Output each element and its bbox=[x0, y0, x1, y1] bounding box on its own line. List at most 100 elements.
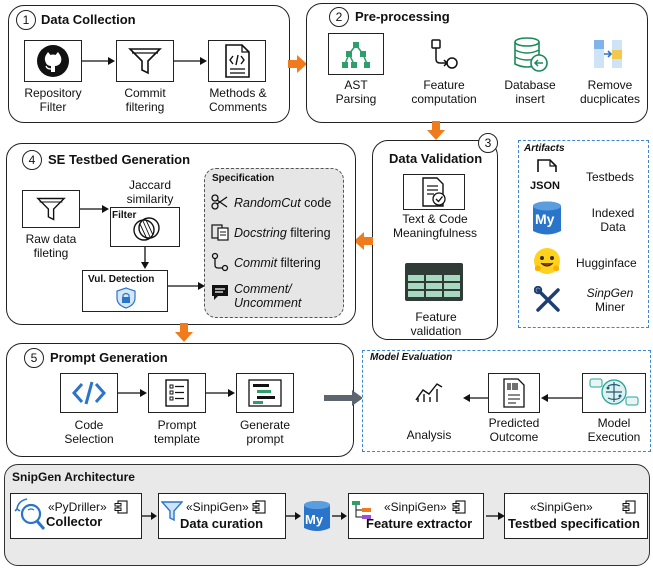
feature-computation-box bbox=[416, 33, 472, 75]
github-icon bbox=[37, 45, 69, 77]
text-code-meaningfulness-box bbox=[403, 174, 465, 210]
table-icon bbox=[405, 263, 463, 301]
predicted-outcome-box bbox=[488, 373, 540, 413]
commit-icon bbox=[211, 252, 229, 272]
data-validation-panel bbox=[372, 140, 498, 340]
collector-stereotype: «PyDriller» bbox=[48, 500, 107, 514]
venn-icon bbox=[133, 217, 160, 241]
spec-item-commit-rest: filtering bbox=[277, 256, 321, 270]
flow-arrow-2-to-3 bbox=[427, 121, 445, 140]
spec-item-randomcut-rest: code bbox=[300, 196, 332, 210]
specification-title: Specification bbox=[212, 173, 275, 184]
se-testbed-title: SE Testbed Generation bbox=[48, 152, 191, 167]
predicted-outcome-label: Predicted Outcome bbox=[488, 416, 540, 444]
spec-item-randomcut-em: RandomCut bbox=[234, 196, 301, 210]
spec-item-docstring-rest: filtering bbox=[286, 226, 331, 240]
mysql-icon-text: My bbox=[535, 211, 555, 227]
spec-item-commit-em: Commit bbox=[234, 256, 278, 270]
feature-extractor-name: Feature extractor bbox=[366, 516, 473, 531]
raw-data-label: Raw data fileting bbox=[25, 232, 77, 260]
scissors-code-icon bbox=[211, 194, 228, 210]
mysql-icon-text: My bbox=[305, 512, 324, 527]
funnel-icon bbox=[161, 501, 183, 522]
step-number-4: 4 bbox=[22, 150, 42, 170]
code-file-icon bbox=[225, 44, 250, 78]
arrow-predicted-to-analysis bbox=[463, 394, 488, 402]
remove-duplicates-icon bbox=[594, 40, 622, 68]
remove-duplicates-box bbox=[580, 33, 636, 75]
testbed-specification-stereotype: «SinpiGen» bbox=[530, 500, 593, 514]
raw-data-filter-box bbox=[22, 190, 80, 228]
feature-tree-icon bbox=[352, 501, 371, 519]
artifact-indexed-data-label: Indexed Data bbox=[591, 206, 635, 234]
arch-arrow-db-to-3 bbox=[332, 512, 347, 520]
spec-item-docstring-em: Docstring bbox=[234, 226, 287, 240]
database-insert-box bbox=[502, 33, 558, 75]
arrow-execution-to-predicted bbox=[541, 394, 582, 402]
ast-parsing-box bbox=[328, 33, 384, 75]
data-collection-title: Data Collection bbox=[41, 12, 136, 27]
artifact-sinpgen-em: SinpGen bbox=[586, 286, 634, 300]
component-icon bbox=[452, 500, 466, 514]
model-evaluation-title: Model Evaluation bbox=[370, 352, 453, 363]
model-execution-box bbox=[582, 373, 646, 413]
feature-computation-label: Feature computation bbox=[411, 78, 477, 106]
repository-filter-box bbox=[24, 40, 82, 82]
template-list-icon bbox=[165, 379, 189, 407]
step-number-2: 2 bbox=[329, 7, 349, 27]
remove-duplicates-label: Remove ducplicates bbox=[579, 78, 641, 106]
tools-icon bbox=[534, 286, 560, 312]
data-curation-name: Data curation bbox=[180, 516, 264, 531]
arrow-filter-to-vul bbox=[141, 247, 149, 269]
code-brackets-icon bbox=[72, 381, 106, 405]
artifact-miner-text: Miner bbox=[594, 300, 625, 314]
ai-brain-icon bbox=[589, 378, 639, 406]
vul-detection-label: Vul. Detection bbox=[88, 274, 155, 285]
hugging-face-icon bbox=[534, 248, 560, 274]
model-execution-label: Model Execution bbox=[587, 416, 641, 444]
barcode-document-icon bbox=[503, 378, 525, 408]
component-icon bbox=[622, 500, 636, 514]
mysql-db-icon bbox=[533, 201, 561, 235]
mysql-db-icon bbox=[304, 501, 330, 531]
artifact-sinpgen-miner-label: SinpGen Miner bbox=[582, 286, 638, 314]
document-check-icon bbox=[422, 177, 446, 207]
arrow-code-to-template bbox=[118, 389, 147, 397]
code-lines-icon bbox=[248, 379, 282, 407]
ast-parsing-label: AST Parsing bbox=[335, 78, 377, 106]
analysis-box bbox=[398, 372, 460, 412]
arrow-repo-to-commit bbox=[82, 57, 115, 65]
step-number-3: 3 bbox=[478, 133, 498, 153]
filter-label: Filter bbox=[112, 210, 137, 221]
comment-icon bbox=[212, 285, 228, 300]
testbed-specification-component bbox=[504, 493, 648, 539]
spec-item-comment: Comment/ Uncomment bbox=[234, 282, 302, 310]
prompt-template-box bbox=[148, 373, 206, 413]
code-selection-box bbox=[60, 373, 118, 413]
jaccard-similarity-label: Jaccard similarity bbox=[126, 178, 174, 206]
artifact-huggingface-label: Hugginface bbox=[576, 256, 637, 270]
step-number-1: 1 bbox=[16, 10, 36, 30]
flow-arrow-4-to-5 bbox=[175, 323, 193, 342]
analysis-chart-icon bbox=[415, 383, 443, 402]
flow-arrow-5-to-eval bbox=[324, 390, 363, 406]
feature-extractor-stereotype: «SinpiGen» bbox=[384, 500, 447, 514]
json-icon-text: JSON bbox=[530, 180, 560, 192]
repository-filter-label: Repository Filter bbox=[24, 86, 82, 114]
preprocessing-title: Pre-processing bbox=[355, 9, 450, 24]
flow-arrow-3-to-4 bbox=[354, 232, 373, 250]
prompt-template-label: Prompt template bbox=[153, 418, 201, 446]
spec-item-randomcut: RandomCut code bbox=[234, 196, 331, 210]
methods-comments-box bbox=[208, 40, 266, 82]
arch-arrow-1-to-2 bbox=[142, 512, 157, 520]
component-icon bbox=[252, 500, 266, 514]
arrow-commit-to-methods bbox=[174, 57, 207, 65]
analysis-label: Analysis bbox=[406, 428, 452, 442]
git-branch-icon bbox=[431, 39, 458, 69]
artifacts-box bbox=[518, 140, 649, 328]
arrow-raw-to-filter bbox=[80, 205, 109, 213]
commit-filtering-label: Commit filtering bbox=[124, 86, 166, 114]
component-icon bbox=[114, 500, 128, 514]
spec-item-docstring: Docstring filtering bbox=[234, 226, 331, 240]
code-selection-label: Code Selection bbox=[64, 418, 114, 446]
